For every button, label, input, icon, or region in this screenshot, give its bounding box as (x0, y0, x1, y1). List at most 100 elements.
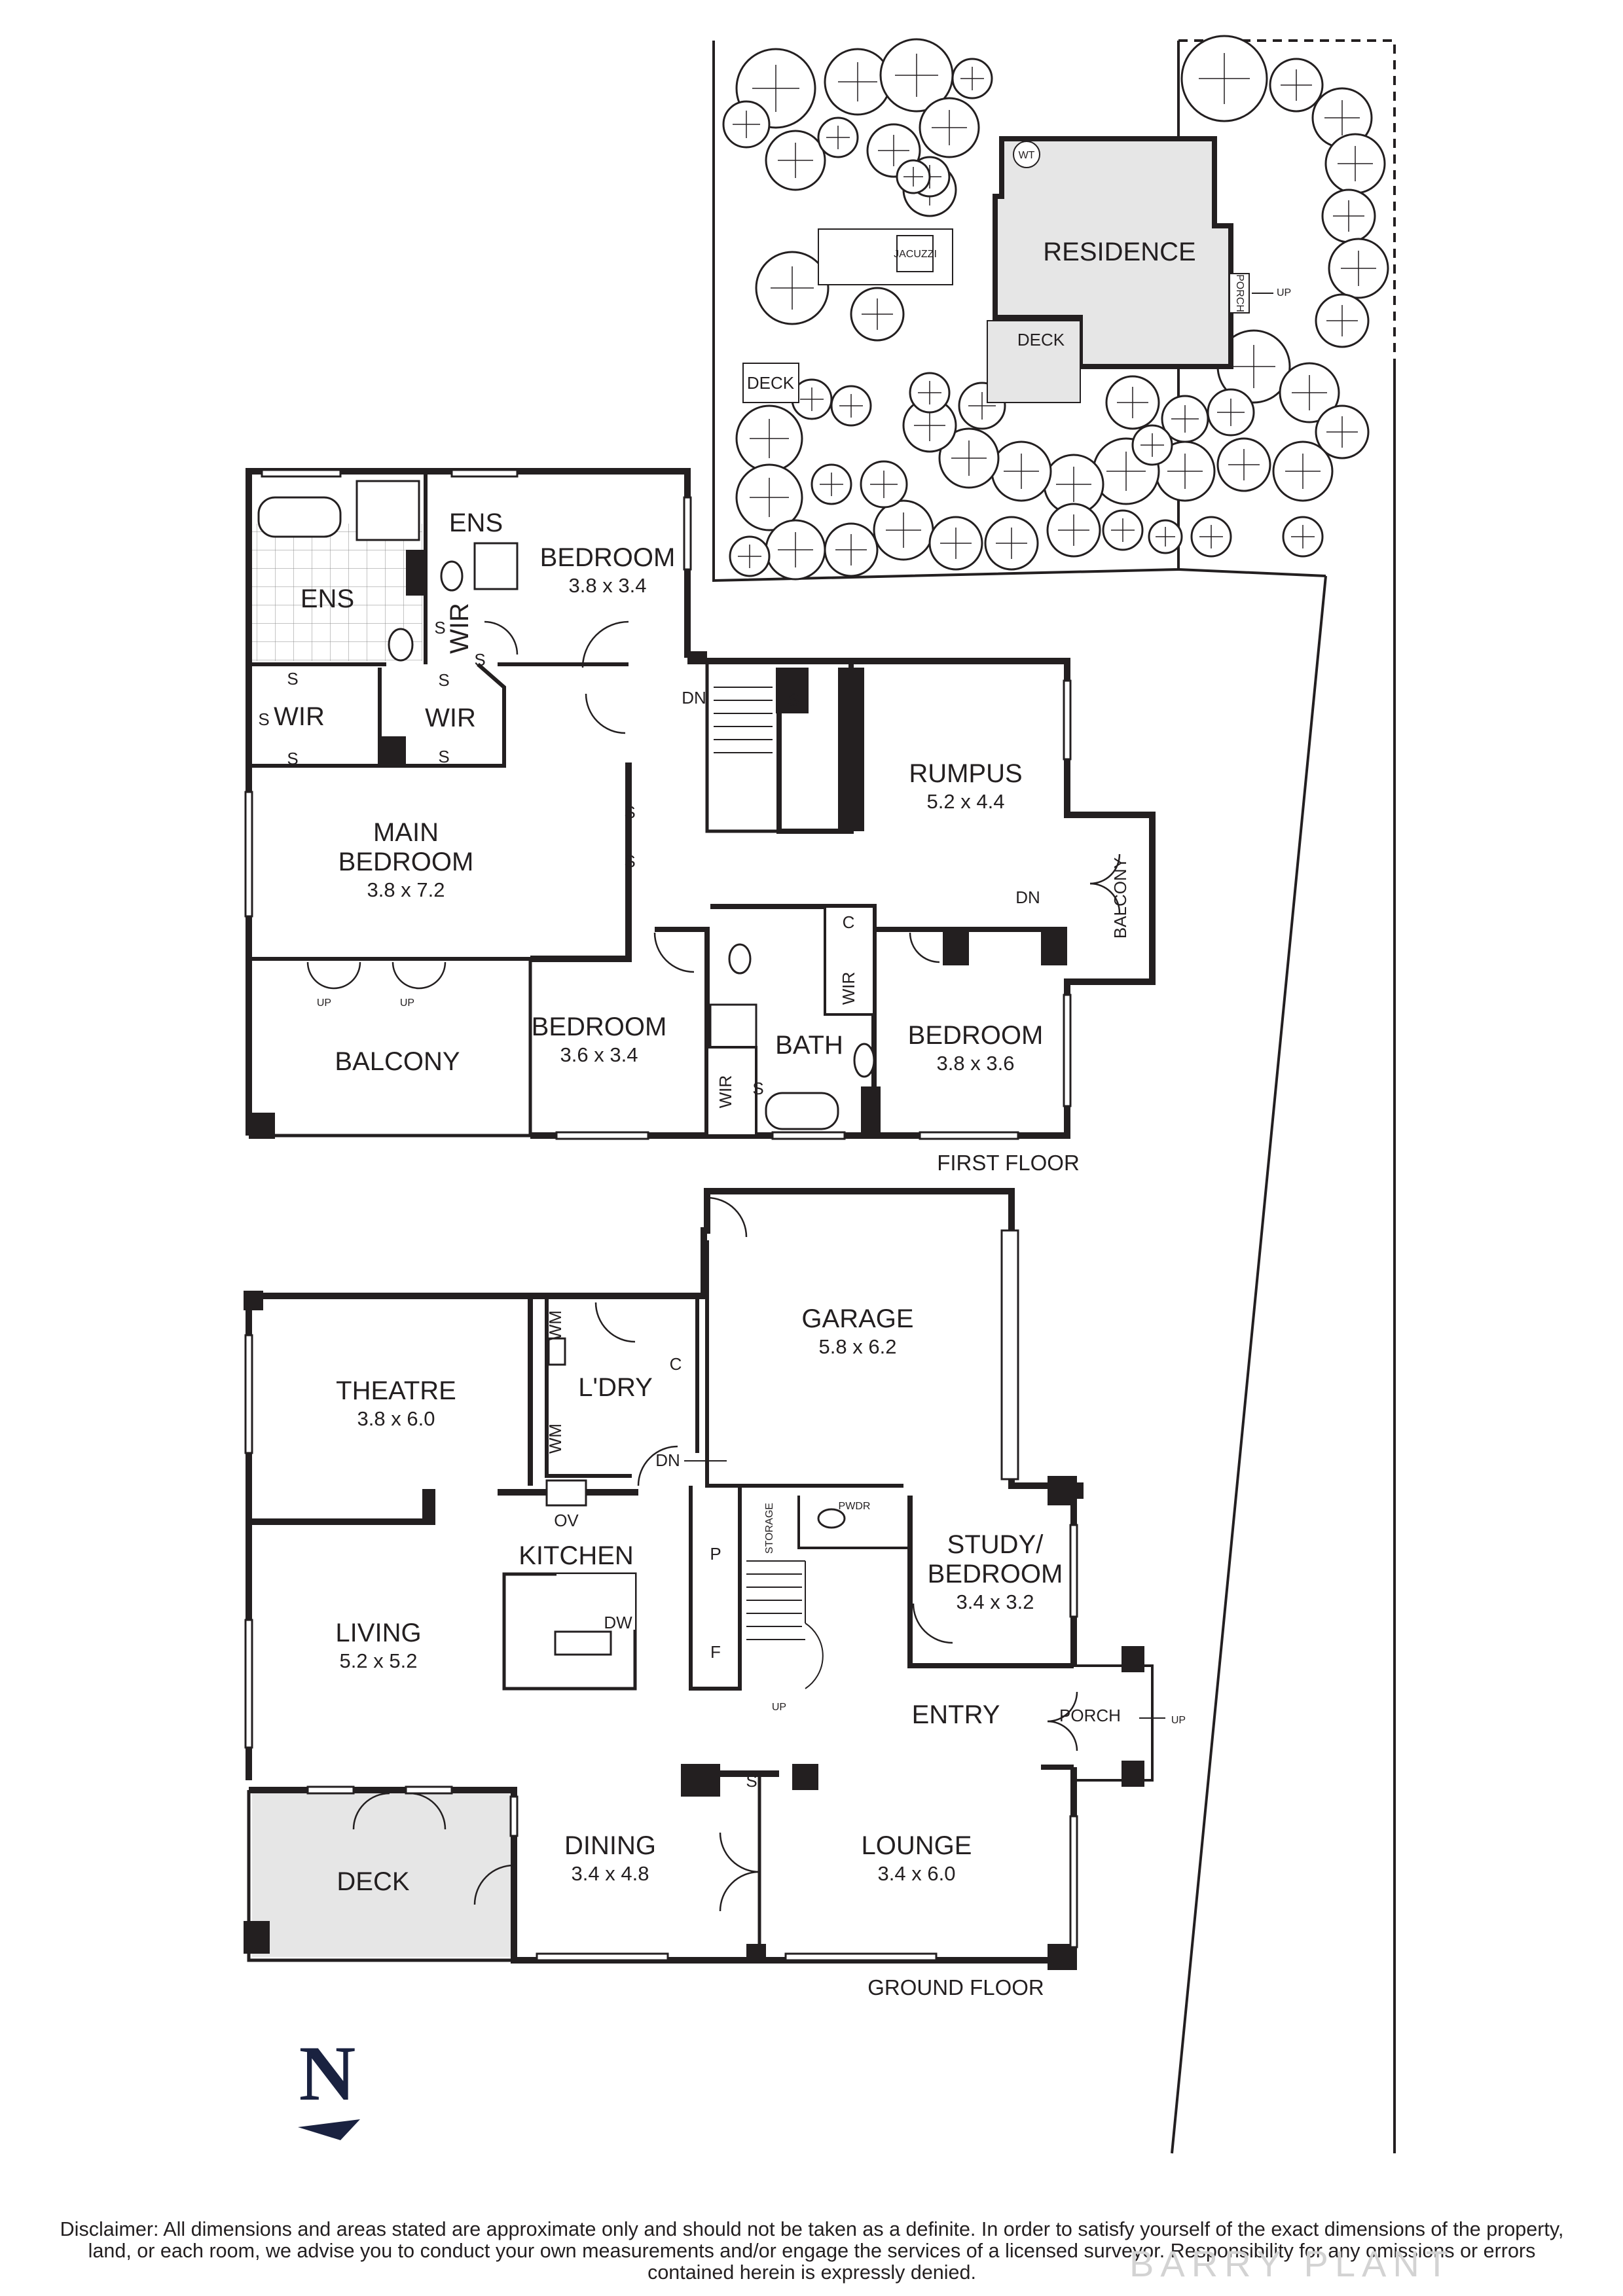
wir-east-label: WIR (839, 972, 858, 1005)
ff-shelf-mark: S (624, 802, 635, 822)
garden-tree-branches (1341, 251, 1376, 286)
living-dims: 5.2 x 5.2 (340, 1649, 418, 1672)
rumpus-name: RUMPUS (909, 759, 1022, 788)
entry-label: ENTRY (912, 1700, 1000, 1729)
kitchen-sink (554, 1630, 612, 1656)
gf-wall-pantry (689, 1486, 742, 1691)
garden-tree-branches (1167, 454, 1203, 489)
ff-shelf-mark: S (788, 690, 799, 709)
ff-column (406, 550, 426, 596)
garden-tree-branches (750, 478, 789, 517)
theatre-dims: 3.8 x 6.0 (357, 1407, 435, 1430)
wir-east-box (824, 905, 875, 1016)
gf-wall-laundry (545, 1299, 632, 1478)
garage-name: GARAGE (801, 1304, 913, 1333)
garden-tree-branches (886, 512, 921, 548)
garden-tree-branches (1199, 53, 1250, 104)
ff-windows (244, 469, 1072, 1140)
wir-bath-box (706, 1046, 757, 1137)
dishwasher-mark: DW (604, 1613, 632, 1632)
ens-shower (356, 480, 420, 541)
gf-windows (244, 1334, 1078, 1962)
north-letter: N (299, 2030, 356, 2117)
garden-tree-branches (895, 54, 938, 97)
gf-column (244, 1291, 263, 1310)
gf-porch-up-label: UP (1171, 1715, 1186, 1726)
gf-dn-label: DN (655, 1450, 680, 1470)
garden-tree-branches (778, 532, 813, 567)
garden-tree-branches (839, 394, 863, 418)
main-bedroom-dims: 3.8 x 7.2 (367, 878, 445, 901)
gf-deck-edge (247, 1790, 514, 1962)
fridge-mark: F (710, 1642, 721, 1662)
watermark-text: BARRY PLANT (1129, 2243, 1455, 2284)
ff-shelf-mark: S (438, 670, 449, 690)
ff-shelf-mark: S (624, 852, 635, 871)
wir-bath-label: WIR (716, 1075, 735, 1109)
theatre-name: THEATRE (336, 1376, 456, 1405)
garden-tree-branches (778, 143, 813, 178)
ens-main-label: ENS (301, 584, 354, 613)
garden-tree-branches (820, 473, 843, 496)
garden-tree-branches (1281, 69, 1312, 101)
site-deck-shape (987, 320, 1081, 403)
north-compass: N (298, 2030, 360, 2140)
gf-column (746, 1944, 766, 1960)
garden-tree-branches (1292, 375, 1327, 410)
bath-label: BATH (775, 1031, 843, 1060)
laundry-tub (547, 1337, 566, 1366)
garden-tree-branches (1232, 345, 1275, 388)
garden-tree-branches (800, 387, 824, 411)
disclaimer-text: Disclaimer: All dimensions and areas sta… (60, 2218, 1564, 2284)
pwdr-label: PWDR (839, 1501, 871, 1512)
study-name-2: BEDROOM (928, 1560, 1063, 1588)
garden-tree-branches (914, 410, 945, 441)
gf-porch (1074, 1664, 1154, 1782)
small-ens-toilet (440, 560, 464, 592)
wir-main-1-label: WIR (274, 702, 325, 731)
ff-wall-stair (705, 661, 779, 833)
wir-main-2-label: WIR (425, 704, 476, 732)
bath-toilet (728, 943, 752, 975)
wir-bed-label: WIR (445, 603, 474, 654)
site-garden-deck (742, 363, 799, 403)
study-dims: 3.4 x 3.2 (957, 1590, 1034, 1613)
ground-floor-title: GROUND FLOOR (867, 1975, 1044, 2000)
ff-shelf-mark: S (434, 618, 445, 637)
washing-machine-mark: WM (545, 1310, 565, 1340)
gf-column (1048, 1944, 1077, 1970)
garden-tree-branches (1140, 433, 1164, 457)
ff-shelf-mark: S (287, 669, 298, 689)
first-floor-title: FIRST FLOOR (937, 1151, 1080, 1175)
garden-tree-branches (1117, 387, 1148, 418)
garden-tree-branches (733, 111, 760, 138)
garden-tree-branches (1326, 305, 1358, 336)
driveway-boundary (1171, 575, 1327, 2154)
kitchen-island-notch (556, 1574, 635, 1630)
first-floor-labels: ENS ENS BEDROOM 3.8 x 3.4 WIR WIR WIR MA… (258, 509, 1130, 1175)
garden-tree-branches (1217, 399, 1245, 426)
ff-shelf-mark: S (258, 709, 269, 729)
garage-door (1000, 1229, 1019, 1480)
garden-tree-branches (750, 419, 789, 458)
gf-doors (352, 1196, 1078, 1912)
gf-up-label: UP (772, 1702, 786, 1713)
rumpus-dims: 5.2 x 4.4 (927, 790, 1005, 813)
garden-tree-branches (918, 381, 941, 404)
bath-basin (853, 1043, 875, 1078)
gf-shelf-mark: S (746, 1771, 757, 1791)
storage-label: STORAGE (764, 1503, 775, 1554)
ff-shelf-mark: S (438, 747, 449, 766)
ff-column (1041, 929, 1067, 965)
lounge-dims: 3.4 x 6.0 (878, 1862, 956, 1885)
porch-label: PORCH (1059, 1706, 1121, 1725)
cooktop (545, 1479, 587, 1507)
dining-name: DINING (564, 1831, 656, 1860)
washing-machine-mark: WM (545, 1424, 565, 1454)
water-tank-label: WT (1019, 150, 1035, 161)
bedroom-mid-name: BEDROOM (532, 1013, 667, 1041)
study-name-1: STUDY/ (947, 1530, 1044, 1559)
garden-tree-branches (835, 534, 867, 565)
bedroom-east-name: BEDROOM (908, 1021, 1044, 1050)
